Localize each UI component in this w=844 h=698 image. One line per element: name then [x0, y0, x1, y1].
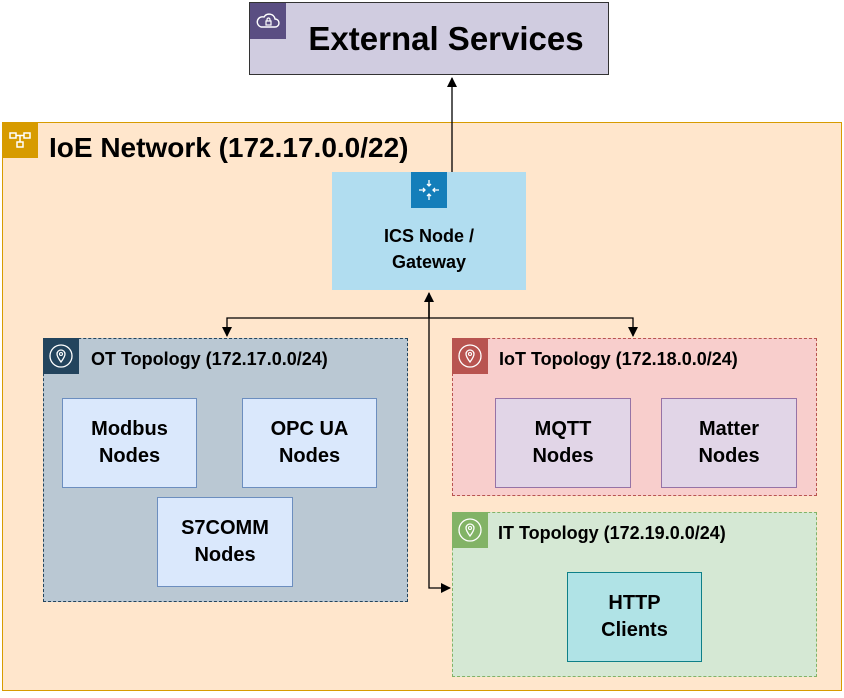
it-topology-title: IT Topology (172.19.0.0/24)	[498, 523, 726, 543]
node-label-line1: Matter	[698, 418, 759, 440]
s7comm-nodes: S7COMM Nodes	[157, 497, 293, 587]
location-pin-icon	[43, 338, 79, 374]
node-label-line2: Nodes	[194, 544, 256, 566]
gateway-to-iot-arrow	[429, 317, 638, 337]
node-label-line2: Clients	[601, 619, 668, 641]
modbus-nodes: Modbus Nodes	[62, 398, 197, 488]
node-label-line1: HTTP	[608, 592, 661, 614]
http-clients: HTTP Clients	[567, 572, 702, 662]
gateway-to-ot-arrow	[222, 300, 430, 337]
node-label-line1: S7COMM	[181, 517, 269, 539]
external-services-title: External Services	[308, 19, 584, 57]
matter-nodes: Matter Nodes	[661, 398, 797, 488]
external-services-box: External Services	[249, 2, 609, 75]
router-icon	[411, 172, 447, 208]
location-pin-icon	[452, 512, 488, 548]
ioe-network-title: IoE Network (172.17.0.0/22)	[49, 132, 409, 163]
cloud-lock-icon	[250, 3, 286, 39]
opc-ua-nodes: OPC UA Nodes	[242, 398, 377, 488]
gateway-label-line1: ICS Node /	[383, 226, 474, 246]
node-label-line2: Nodes	[278, 445, 341, 467]
node-label-line1: MQTT	[534, 418, 592, 440]
node-label-line2: Nodes	[532, 445, 594, 467]
node-label-line1: Modbus	[91, 418, 168, 440]
node-label-line2: Nodes	[698, 445, 760, 467]
node-label-line2: Nodes	[98, 445, 161, 467]
node-label-line1: OPC UA	[270, 418, 349, 440]
mqtt-nodes: MQTT Nodes	[495, 398, 631, 488]
ot-topology-title: OT Topology (172.17.0.0/24)	[91, 349, 328, 369]
gateway-label-line2: Gateway	[391, 252, 467, 272]
location-pin-icon	[452, 338, 488, 374]
group-icon	[2, 122, 38, 158]
gateway-to-it-arrow	[428, 300, 451, 593]
iot-topology-title: IoT Topology (172.18.0.0/24)	[499, 349, 738, 369]
